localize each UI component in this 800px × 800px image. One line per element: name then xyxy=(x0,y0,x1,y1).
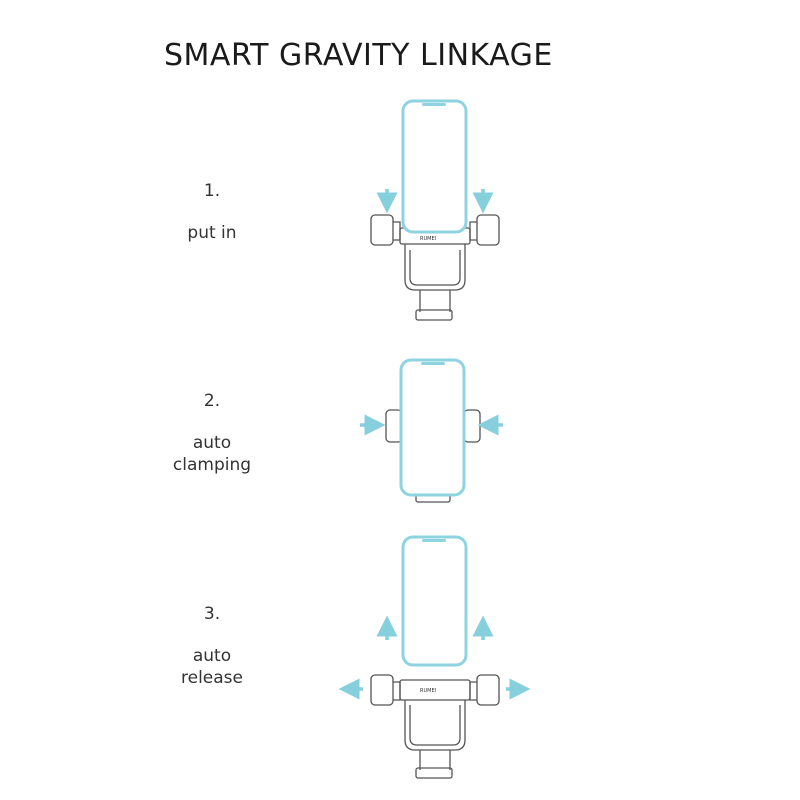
step-3-text-line2: release xyxy=(181,668,243,688)
step-2-label: 2. auto clamping xyxy=(152,390,272,476)
phone-3-notch xyxy=(422,539,446,542)
step-2-text-line2: clamping xyxy=(172,455,252,475)
step-1-number: 1. xyxy=(203,181,221,201)
phone-2 xyxy=(399,358,466,497)
step-3-label: 3. auto release xyxy=(152,603,272,689)
step-2-illustration xyxy=(360,358,503,503)
phone-3 xyxy=(401,535,468,667)
step-2-text-line1: auto xyxy=(192,433,232,453)
step-3-text-line1: auto xyxy=(192,646,232,666)
step-1-text: put in xyxy=(187,223,237,243)
step-2-number: 2. xyxy=(203,391,221,411)
step-3-illustration: RUMEI xyxy=(338,535,531,779)
step-1-label: 1. put in xyxy=(152,180,272,244)
phone-2-notch xyxy=(421,362,445,365)
phone-1 xyxy=(401,99,468,234)
step-3-number: 3. xyxy=(203,604,221,624)
brand-text-1: RUMEI xyxy=(420,236,436,242)
brand-text-3: RUMEI xyxy=(420,688,436,694)
phone-1-notch xyxy=(422,103,446,106)
page-title: SMART GRAVITY LINKAGE xyxy=(164,38,553,73)
step-1-illustration: RUMEI xyxy=(370,99,500,321)
holder-3 xyxy=(370,674,500,779)
